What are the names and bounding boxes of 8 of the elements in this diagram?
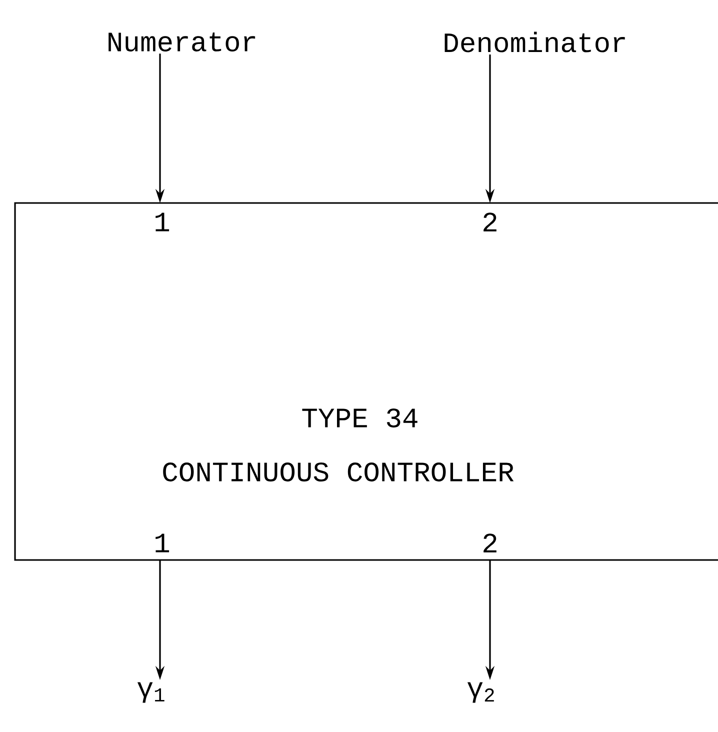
- input-label: Denominator: [444, 32, 625, 52]
- port-number: 2: [484, 534, 496, 552]
- port-number: 1: [156, 212, 170, 232]
- port-number: 1: [156, 534, 170, 552]
- input-label: Numerator: [108, 32, 256, 52]
- output-label: γ$_{1}$: [137, 682, 164, 703]
- output-label: γ$_{2}$: [467, 682, 494, 703]
- port-number: 2: [484, 212, 496, 232]
